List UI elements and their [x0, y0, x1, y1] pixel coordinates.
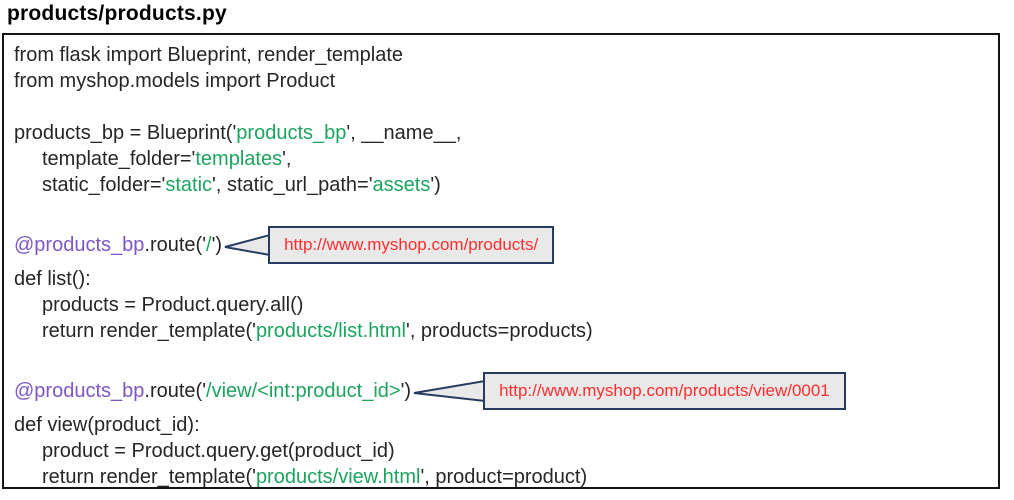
file-title: products/products.py	[7, 2, 227, 25]
code-text: return render_template('	[42, 466, 256, 488]
code-line: def list():	[14, 266, 998, 292]
string-literal: products/view.html	[255, 466, 421, 488]
code-line: template_folder='templates',	[14, 146, 998, 172]
code-blank-line	[14, 198, 998, 224]
code-text: ', product=product)	[420, 466, 588, 488]
code-text: ', static_url_path='	[212, 174, 373, 196]
code-text: return render_template('	[42, 320, 256, 342]
code-text: ', __name__,	[346, 122, 462, 144]
callout-url: http://www.myshop.com/products/view/0001	[483, 372, 846, 410]
code-text: .route('	[144, 234, 207, 256]
callout-tail-icon	[224, 233, 271, 257]
string-literal: assets	[372, 174, 431, 196]
string-literal: static	[165, 174, 213, 196]
string-literal: templates	[195, 148, 283, 170]
code-text: ')	[211, 234, 223, 256]
code-box: from flask import Blueprint, render_temp…	[2, 33, 1000, 489]
string-literal: /view/<int:product_id>	[206, 380, 401, 402]
code-blank-line	[14, 344, 998, 370]
callout-tail-icon	[413, 379, 486, 403]
code-text: ')	[400, 380, 412, 402]
decorator: @products_bp	[14, 234, 145, 256]
code-line: return render_template('products/view.ht…	[14, 464, 998, 488]
string-literal: /	[206, 234, 212, 256]
code-line: products = Product.query.all()	[14, 292, 998, 318]
code-line: static_folder='static', static_url_path=…	[14, 172, 998, 198]
code-text: product = Product.query.get(product_id)	[42, 440, 395, 462]
code-line: from myshop.models import Product	[14, 68, 998, 94]
code-text: products = Product.query.all()	[42, 294, 304, 316]
url-callout: http://www.myshop.com/products/	[224, 226, 555, 264]
code-line: from flask import Blueprint, render_temp…	[14, 42, 998, 68]
code-text: ', products=products)	[406, 320, 593, 342]
code-line: product = Product.query.get(product_id)	[14, 438, 998, 464]
code-line: def view(product_id):	[14, 412, 998, 438]
code-text: products_bp = Blueprint('	[14, 122, 237, 144]
code-text: static_folder='	[42, 174, 166, 196]
string-literal: products_bp	[236, 122, 347, 144]
code-line: return render_template('products/list.ht…	[14, 318, 998, 344]
code-text: def view(product_id):	[14, 414, 200, 436]
callout-url: http://www.myshop.com/products/	[268, 226, 555, 264]
code-text: def list():	[14, 268, 91, 290]
url-callout: http://www.myshop.com/products/view/0001	[413, 372, 846, 410]
code-line: @products_bp.route('/') http://www.myshop…	[14, 224, 998, 266]
code-text: template_folder='	[42, 148, 196, 170]
code-text: ')	[430, 174, 441, 196]
code-text: from flask import Blueprint, render_temp…	[14, 44, 404, 66]
code-blank-line	[14, 94, 998, 120]
code-text: from myshop.models import Product	[14, 70, 336, 92]
code-text: ',	[282, 148, 292, 170]
code-line: @products_bp.route('/view/<int:product_i…	[14, 370, 998, 412]
decorator: @products_bp	[14, 380, 145, 402]
string-literal: products/list.html	[255, 320, 406, 342]
code-line: products_bp = Blueprint('products_bp', _…	[14, 120, 998, 146]
code-text: .route('	[144, 380, 207, 402]
